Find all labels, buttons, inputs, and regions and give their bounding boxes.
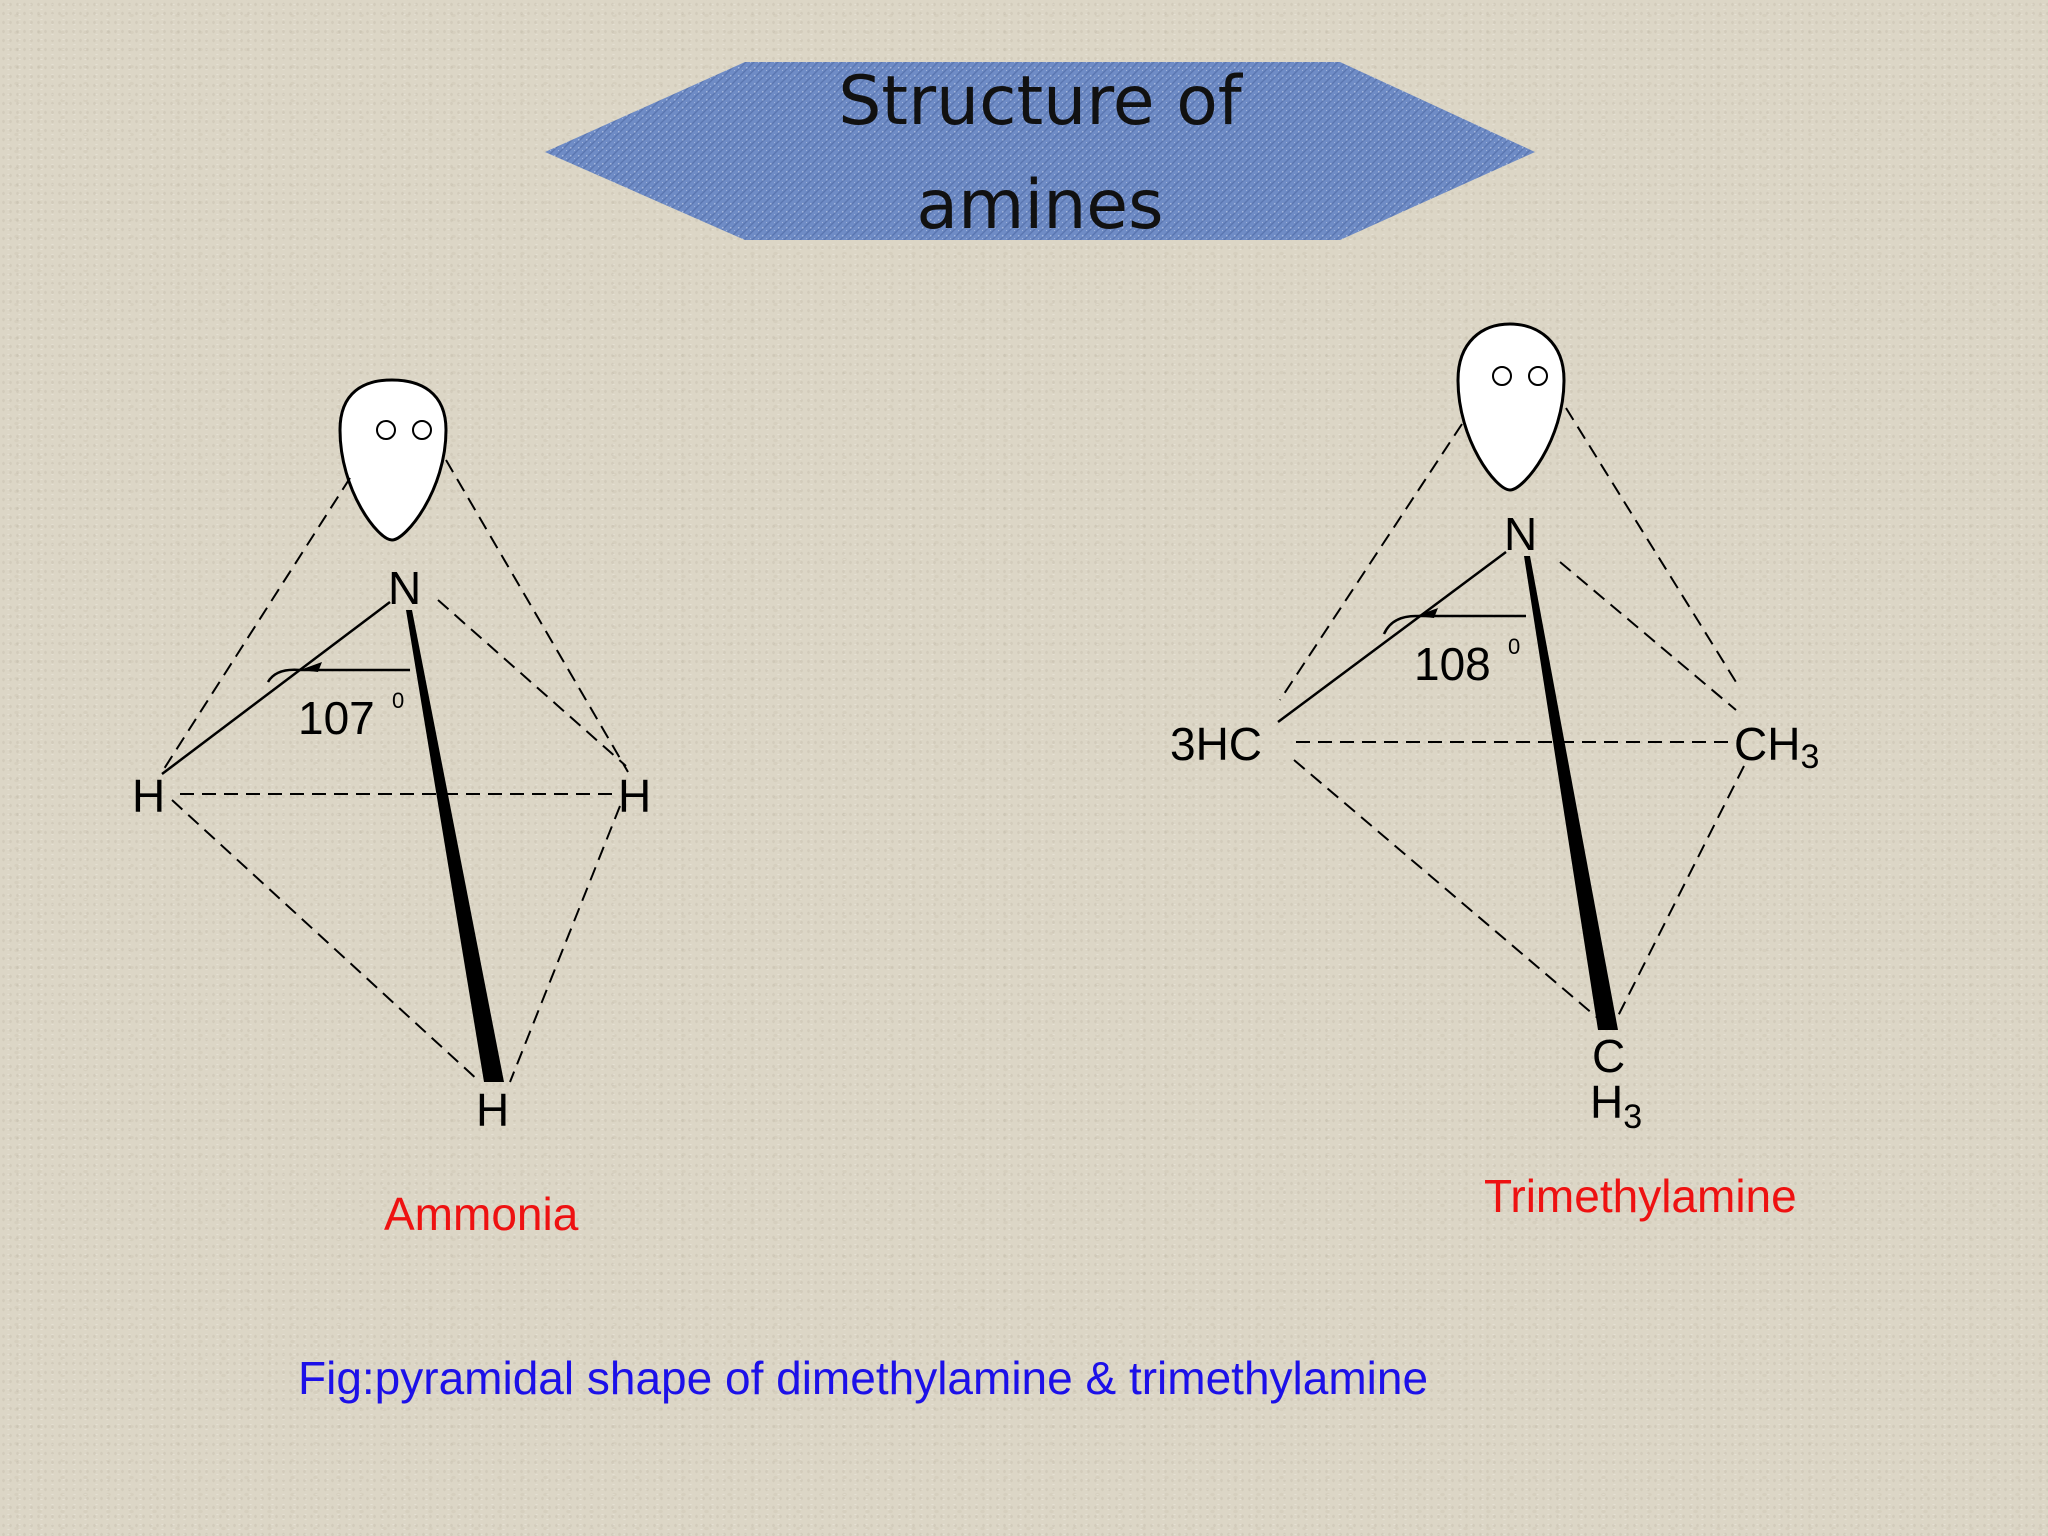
trimethylamine-lone-pair-lobe [1456,322,1566,492]
trimethylamine-lone-pair-electron-2 [1528,366,1548,386]
ammonia-wedge-bond [406,610,504,1082]
ammonia-angle-arrowhead [300,662,322,672]
trimethylamine-angle-arrow [1382,614,1526,635]
ammonia-atom-h-bottom: H [476,1084,509,1136]
trimethylamine-group-left: 3HC [1170,718,1262,770]
ammonia-lone-pair-electron-2 [412,420,432,440]
trimethylamine-wedge-bond [1524,556,1618,1030]
trimethylamine-group-right: CH3 [1734,718,1819,776]
ammonia-atom-n: N [388,562,421,614]
ammonia-angle-unit: 0 [392,688,404,713]
trimethylamine-structure: N 108 0 3HC CH3 C H3 Trimethylamine [1170,322,1819,1222]
ammonia-bond-n-h-left [161,601,391,775]
trimethylamine-group-bottom-c: C [1592,1030,1625,1082]
ammonia-lone-pair-electron-1 [376,420,396,440]
ammonia-angle-value: 107 [298,692,375,744]
trimethylamine-dashed-edges [1279,407,1745,1021]
trimethylamine-group-bottom-subscript: 3 [1623,1098,1642,1136]
ammonia-atom-h-left: H [132,770,165,822]
trimethylamine-group-bottom-h-atom: H [1590,1076,1623,1128]
ammonia-lone-pair-lobe [338,378,448,542]
figure-caption: Fig:pyramidal shape of dimethylamine & t… [298,1352,1428,1404]
ammonia-atom-h-right: H [618,770,651,822]
trimethylamine-lone-pair-electron-1 [1492,366,1512,386]
ammonia-caption: Ammonia [384,1188,579,1240]
title-line-1: Structure of [838,62,1244,141]
title-line-2: amines [916,166,1163,245]
trimethylamine-bond-n-c-left [1277,550,1507,724]
trimethylamine-angle-arrowhead [1416,608,1438,618]
trimethylamine-angle-value: 108 [1414,638,1491,690]
ammonia-angle-arrow [266,668,410,683]
trimethylamine-group-bottom-h: H3 [1590,1076,1642,1136]
trimethylamine-angle-unit: 0 [1508,634,1520,659]
trimethylamine-atom-n: N [1504,508,1537,560]
trimethylamine-group-right-ch: CH [1734,718,1800,770]
ammonia-structure: N 107 0 H H H Ammonia [132,378,651,1240]
trimethylamine-group-right-subscript: 3 [1800,738,1819,776]
title-banner: Structure of amines [545,62,1535,245]
title-banner-shape [545,62,1535,240]
ammonia-dashed-edges [161,459,629,1083]
trimethylamine-caption: Trimethylamine [1484,1170,1797,1222]
